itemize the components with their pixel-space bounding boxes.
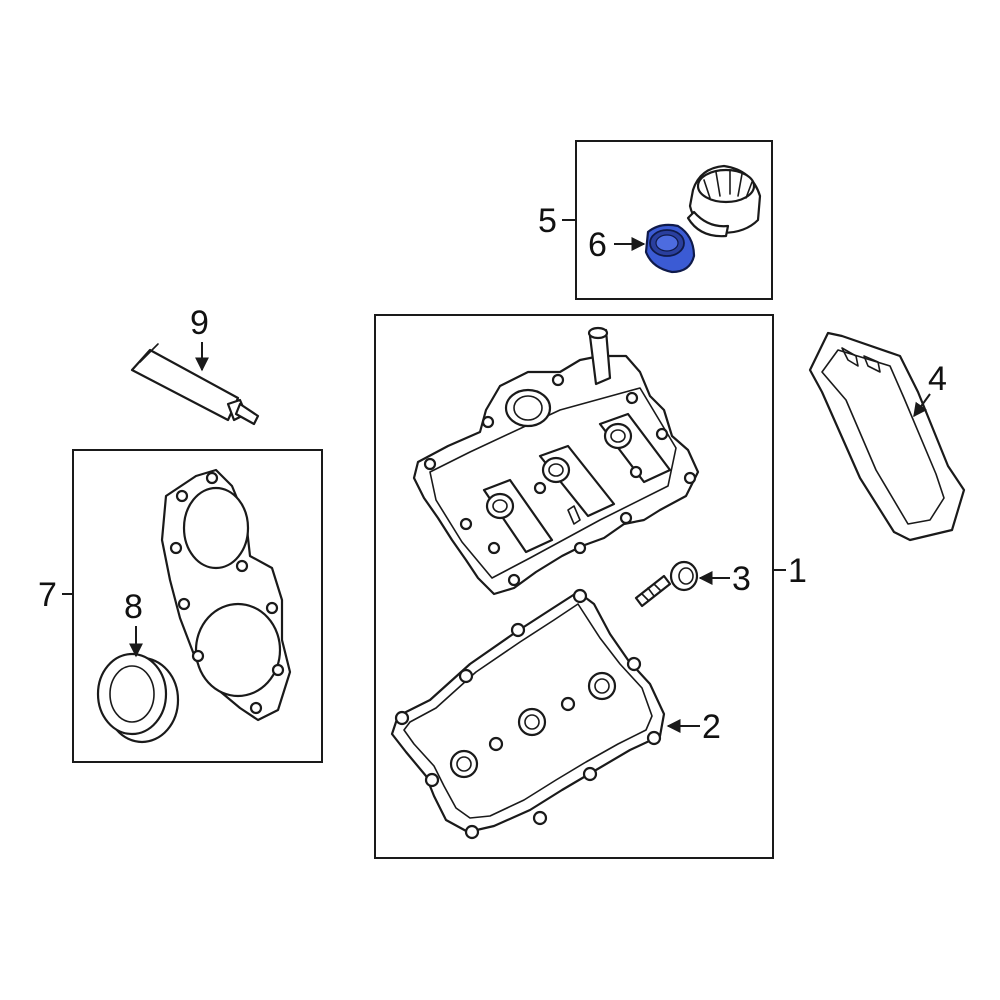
cover-bolt-bosses [423,373,697,587]
timing-cover-gasket[interactable] [160,468,292,722]
coil-bore-1 [482,478,554,554]
callout-label-1: 1 [788,552,807,590]
callout-4: 4 [913,360,947,418]
oil-deflector[interactable] [808,331,966,542]
callout-7: 7 [38,576,73,614]
group-box-timing-cover [72,449,323,763]
callout-9: 9 [190,304,209,372]
callout-label-8: 8 [124,588,143,626]
callout-2: 2 [666,708,721,746]
crankshaft-seal[interactable] [96,652,180,744]
valve-cover[interactable] [412,326,700,596]
coil-bore-2 [538,444,616,518]
callout-label-6: 6 [588,226,607,264]
cap-seal-ring[interactable] [644,223,696,274]
callout-label-2: 2 [702,708,721,746]
callout-label-4: 4 [928,360,947,398]
cover-bolt[interactable] [634,560,699,608]
callout-6: 6 [588,226,646,264]
callout-5: 5 [538,202,576,240]
gasket-bolt-holes [394,588,662,840]
group-box-valve-cover [374,314,774,859]
oil-filler-cap[interactable] [686,164,762,238]
callout-label-3: 3 [732,560,751,598]
callout-8: 8 [124,588,143,658]
callout-label-9: 9 [190,304,209,342]
callout-3: 3 [698,560,751,598]
sealant-tube[interactable] [130,343,260,426]
callout-label-7: 7 [38,576,57,614]
valve-cover-gasket[interactable] [390,588,666,840]
gasket-spark-plug-seals [449,671,617,779]
timing-gasket-bolt-holes [169,471,285,715]
callout-1: 1 [773,552,807,590]
coil-bore-3 [598,412,672,484]
callout-label-5: 5 [538,202,557,240]
